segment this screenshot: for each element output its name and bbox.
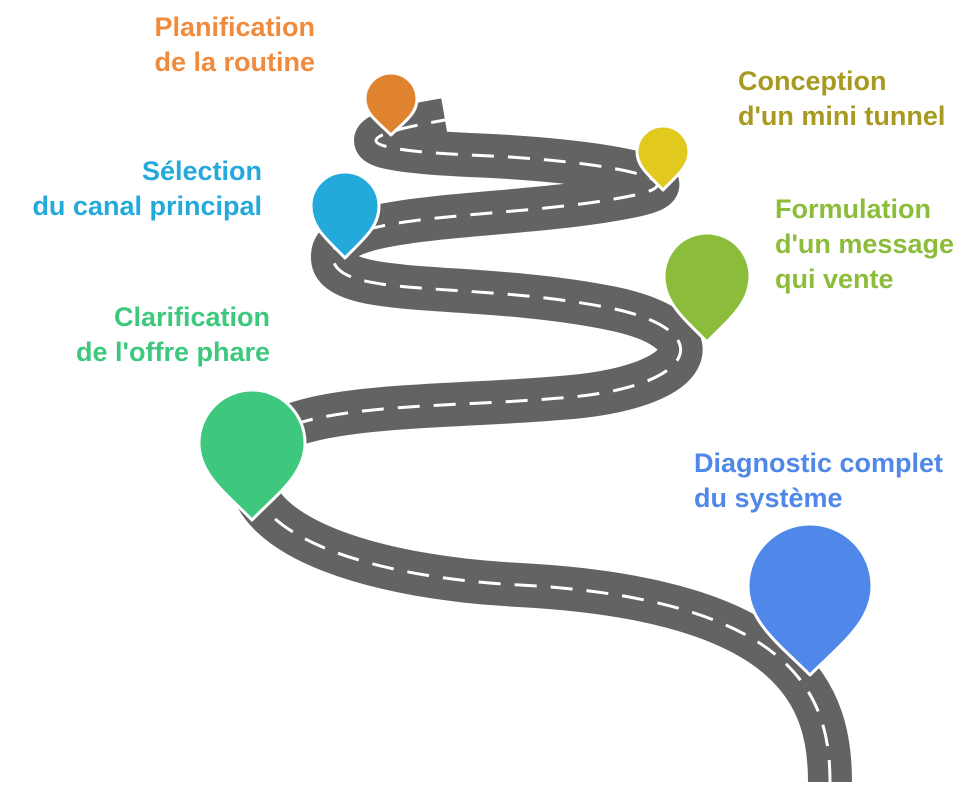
label-line: Clarification bbox=[113, 302, 270, 332]
winding-road bbox=[228, 98, 852, 783]
label-line: Conception bbox=[738, 66, 887, 96]
label-line: Sélection bbox=[141, 156, 262, 186]
milestone-pin-clarification[interactable] bbox=[197, 388, 307, 522]
label-line: de la routine bbox=[154, 47, 315, 77]
label-line: qui vente bbox=[775, 264, 894, 294]
label-line: d'un mini tunnel bbox=[738, 101, 946, 131]
label-line: d'un message bbox=[775, 229, 954, 259]
milestone-pin-conception[interactable] bbox=[635, 124, 691, 192]
map-pin-icon bbox=[635, 124, 691, 192]
milestone-label-conception: Conception d'un mini tunnel bbox=[738, 64, 945, 134]
milestone-pin-planification[interactable] bbox=[363, 71, 419, 137]
label-line: du canal principal bbox=[32, 191, 262, 221]
label-line: du système bbox=[694, 483, 843, 513]
milestone-pin-diagnostic[interactable] bbox=[746, 522, 874, 677]
label-line: Formulation bbox=[775, 194, 931, 224]
milestone-pin-selection[interactable] bbox=[309, 170, 381, 260]
map-pin-icon bbox=[662, 231, 752, 344]
map-pin-icon bbox=[363, 71, 419, 137]
milestone-label-formulation: Formulation d'un message qui vente bbox=[775, 192, 954, 297]
milestone-label-selection: Sélection du canal principal bbox=[32, 154, 262, 224]
map-pin-icon bbox=[309, 170, 381, 260]
milestone-label-clarification: Clarification de l'offre phare bbox=[76, 300, 270, 370]
map-pin-icon bbox=[746, 522, 874, 677]
milestone-label-diagnostic: Diagnostic complet du système bbox=[694, 446, 943, 516]
label-line: Diagnostic complet bbox=[694, 448, 944, 478]
label-line: Planification bbox=[154, 12, 315, 42]
map-pin-icon bbox=[197, 388, 307, 522]
milestone-pin-formulation[interactable] bbox=[662, 231, 752, 344]
milestone-label-planification: Planification de la routine bbox=[154, 10, 315, 80]
label-line: de l'offre phare bbox=[76, 337, 270, 367]
road-center-line bbox=[248, 118, 832, 783]
